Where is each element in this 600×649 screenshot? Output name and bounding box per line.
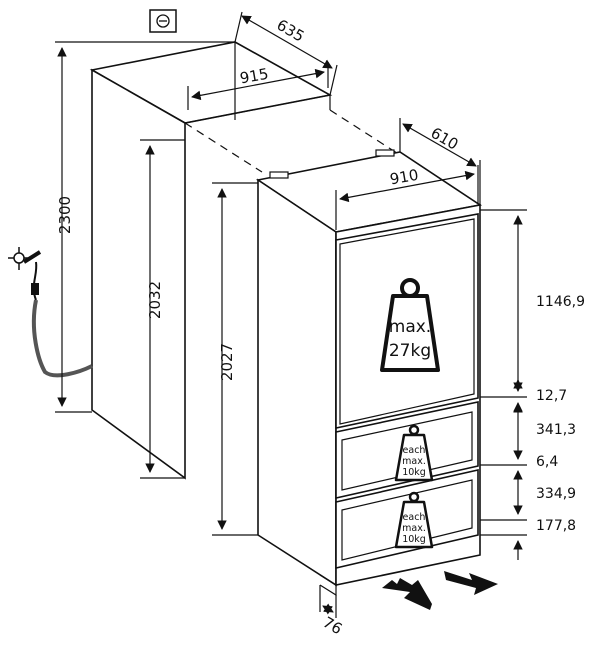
dim-right-5: 334,9 <box>536 486 576 502</box>
weight-door-icon: max. 27kg <box>380 278 440 372</box>
dim-niche-depth-label: 635 <box>274 16 308 46</box>
dim-door-offset-label: 76 <box>320 613 346 638</box>
weight-door-line2: 27kg <box>389 341 431 361</box>
insert-arrow-icon <box>382 578 432 610</box>
dim-niche-inner-height: 2032 <box>140 139 185 479</box>
dim-appliance-depth-label: 610 <box>428 124 462 154</box>
water-connection-icon <box>8 247 93 378</box>
dim-appliance-height-label: 2027 <box>218 343 236 381</box>
dim-right-3: 341,3 <box>536 422 576 438</box>
dim-appliance-width: 910 <box>335 165 479 230</box>
dim-niche-width: 915 <box>187 62 329 110</box>
dim-right-6: 177,8 <box>536 518 576 534</box>
weight-drawer-bottom-icon: each max. 10kg <box>394 491 434 549</box>
power-socket-icon <box>149 9 177 33</box>
dim-appliance-height: 2027 <box>212 182 258 536</box>
pull-arrow-icon <box>444 571 498 595</box>
weight-drawer-top-line1: each <box>403 445 426 456</box>
dim-right-2: 12,7 <box>536 388 567 404</box>
weight-drawer-top-line3: 10kg <box>402 467 426 478</box>
dim-niche-height-label: 2300 <box>56 196 74 234</box>
dim-niche-width-label: 915 <box>238 65 269 88</box>
weight-drawer-top-icon: each max. 10kg <box>394 424 434 482</box>
dim-right-4: 6,4 <box>536 454 558 470</box>
dim-right-1: 1146,9 <box>536 294 585 310</box>
dim-appliance-width-label: 910 <box>388 166 419 189</box>
weight-door-line1: max. <box>389 317 431 337</box>
weight-drawer-bottom-line3: 10kg <box>402 534 426 545</box>
dim-right-chain: 1146,9 12,7 341,3 6,4 334,9 177,8 <box>480 209 585 560</box>
dim-niche-inner-height-label: 2032 <box>146 281 164 319</box>
weight-drawer-bottom-line2: max. <box>402 523 426 534</box>
weight-drawer-bottom-line1: each <box>403 512 426 523</box>
dim-niche-height: 2300 <box>55 41 235 413</box>
weight-drawer-top-line2: max. <box>402 456 426 467</box>
